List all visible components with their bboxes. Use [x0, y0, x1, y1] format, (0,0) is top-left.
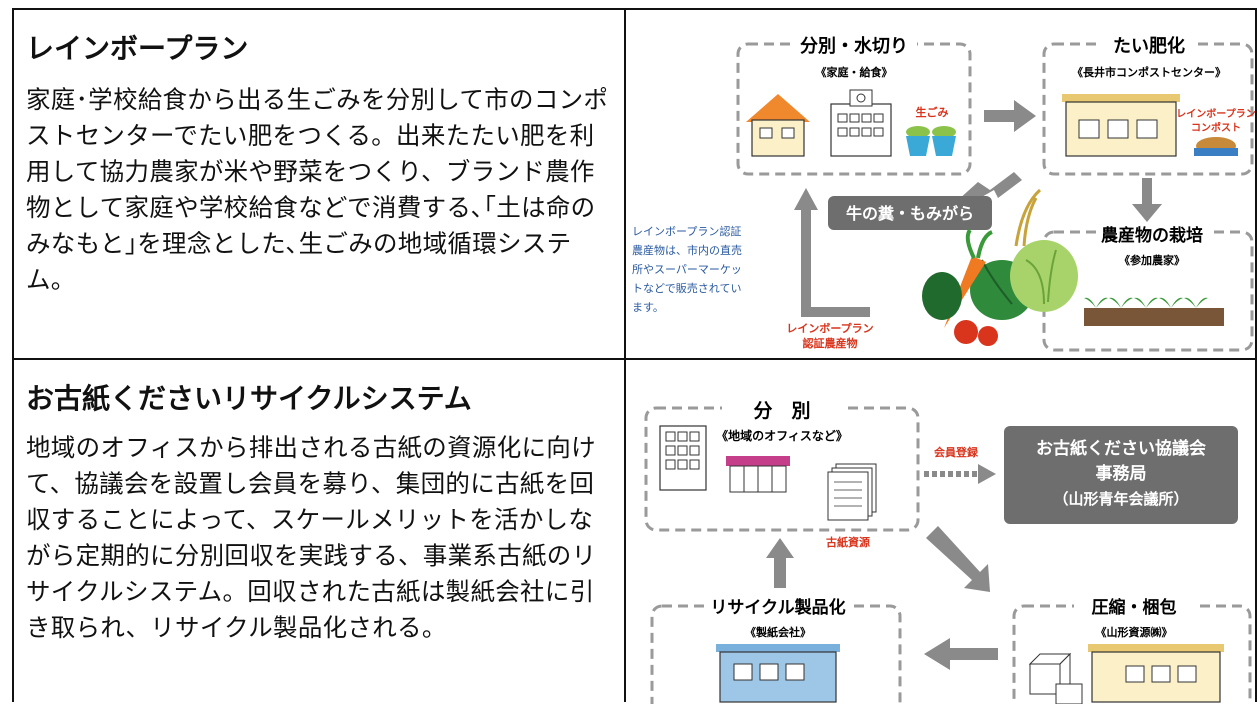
council-office-badge	[1004, 426, 1238, 524]
nama-gomi-label: 生ごみ	[916, 105, 949, 119]
member-reg-arrow-head	[978, 464, 996, 484]
arrow-up-line	[774, 556, 786, 588]
manure-badge	[828, 196, 992, 230]
council-office-1: お古紙ください協議会	[1036, 438, 1206, 459]
farm-sub: 《参加農家》	[1119, 253, 1185, 267]
council-office-2: 事務局	[1096, 463, 1147, 484]
school-icon	[830, 89, 892, 157]
paper-text-cell: お古紙くださいリサイクルシステム 地域のオフィスから排出される古紙の資源化に向け…	[26, 382, 616, 646]
compost-label-2: コンポスト	[1191, 121, 1241, 134]
paper-mill-icon	[716, 644, 840, 703]
arrow-return-loop	[801, 208, 870, 317]
recycle-title: リサイクル製品化	[710, 597, 845, 618]
sort-title: 分別・水切り	[800, 35, 908, 57]
compost-label-1: レインボープラン	[1176, 107, 1255, 120]
recycle-sub: 《製紙会社》	[745, 625, 811, 639]
arrow-to-recycle-line	[948, 648, 998, 660]
note-line-2: 農産物は、市内の直売	[632, 243, 742, 257]
press-title: 圧縮・梱包	[1092, 597, 1177, 618]
compost-box	[1042, 42, 1254, 176]
arrow-to-recycle-head	[924, 638, 950, 670]
arrow-to-farm	[1132, 178, 1162, 222]
farm-title: 農産物の栽培	[1101, 225, 1203, 246]
rainbow-plan-diagram: 分別・水切り 《家庭・給食》 生ごみ	[632, 34, 1256, 352]
note-line-5: ます。	[632, 301, 664, 314]
cert-label-1: レインボープラン	[786, 321, 873, 335]
member-reg-label: 会員登録	[934, 445, 979, 459]
house-icon	[746, 94, 810, 157]
bales-icon	[1028, 652, 1083, 704]
council-office-3: （山形青年会議所）	[1053, 490, 1188, 508]
compost-center-icon	[1062, 94, 1180, 157]
note-line-1: レインボープラン認証	[632, 224, 741, 238]
paper-title: お古紙くださいリサイクルシステム	[26, 382, 472, 415]
arrow-return-head	[794, 188, 818, 210]
compost-sub: 《長井市コンポストセンター》	[1072, 65, 1226, 79]
paper-description: 地域のオフィスから排出される古紙の資源化に向けて、協議会を設置し会員を募り、集団…	[26, 432, 597, 642]
cert-label-2: 認証農産物	[803, 336, 858, 350]
arrow-to-press	[926, 526, 990, 592]
manure-label: 牛の糞・もみがら	[846, 204, 974, 223]
arrow-to-compost	[984, 100, 1036, 132]
press-box	[1012, 604, 1252, 704]
paper-recycle-diagram: 分 別 《地域のオフィスなど》 古紙資源 会員登録 お古紙く	[644, 398, 1252, 704]
arrow-up-head	[766, 538, 794, 558]
seedlings-icon	[1084, 297, 1224, 326]
paper-sort-title: 分 別	[753, 400, 810, 422]
press-sub: 《山形資源㈱》	[1096, 625, 1173, 639]
vegetables-icon	[922, 188, 1078, 346]
paper-stack-icon	[827, 463, 877, 521]
paper-sort-sub: 《地域のオフィスなど》	[716, 428, 848, 443]
row-divider	[14, 358, 1255, 360]
rainbow-text-cell: レインボープラン 家庭･学校給食から出る生ごみを分別して市のコンポストセンターで…	[26, 32, 616, 298]
bucket-icon	[906, 126, 956, 156]
shop-icon	[726, 456, 790, 493]
sort-sub: 《家庭・給食》	[816, 65, 893, 79]
note-line-3: 所やスーパーマーケッ	[632, 263, 742, 276]
paper-res-label: 古紙資源	[826, 535, 870, 549]
farm-box	[1042, 230, 1254, 352]
warehouse-icon	[1088, 644, 1224, 703]
compost-pile-icon	[1194, 137, 1238, 156]
content-table: レインボープラン 家庭･学校給食から出る生ごみを分別して市のコンポストセンターで…	[12, 8, 1257, 704]
column-divider	[624, 10, 626, 702]
rainbow-description: 家庭･学校給食から出る生ごみを分別して市のコンポストセンターでたい肥をつくる。出…	[26, 84, 609, 294]
rainbow-title: レインボープラン	[26, 32, 249, 65]
note-line-4: トなどで販売されてい	[632, 282, 741, 295]
compost-title: たい肥化	[1113, 35, 1185, 57]
office-building-icon	[659, 425, 707, 491]
